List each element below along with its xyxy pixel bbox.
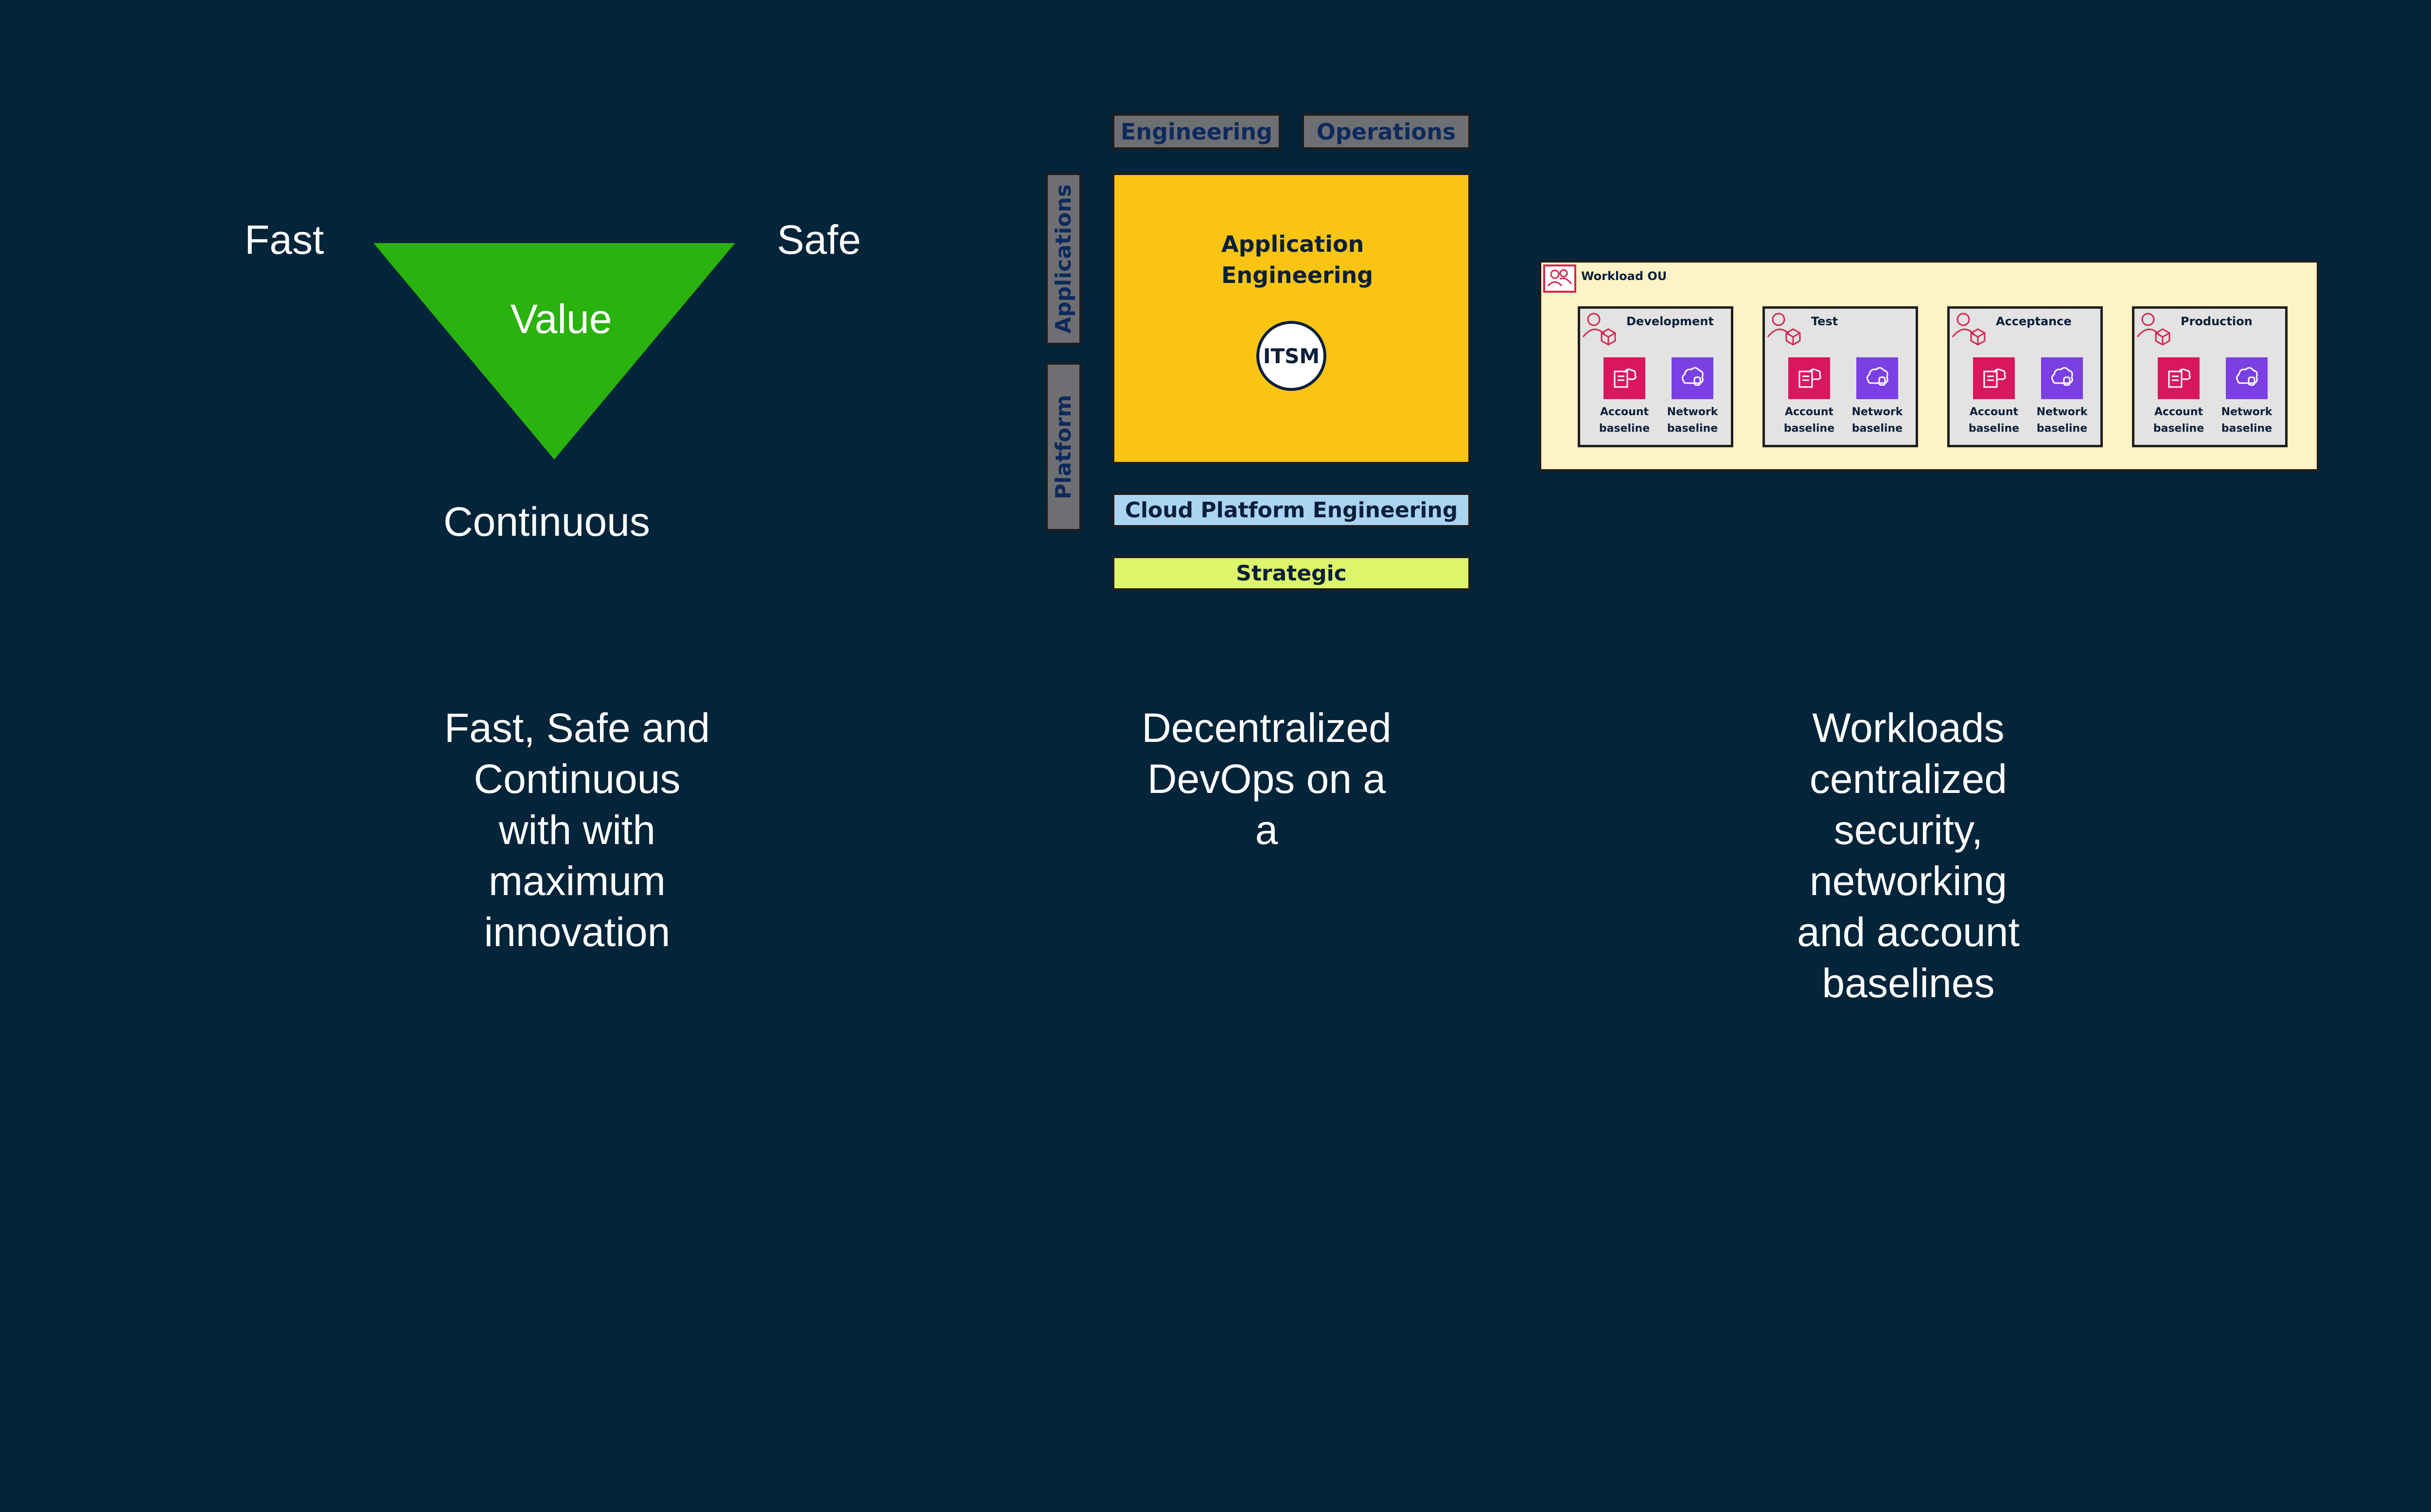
account-baseline-label: Account baseline (1960, 404, 2028, 437)
caption-workloads-line: networking (1809, 858, 2008, 904)
environment-name: Production (2181, 315, 2253, 328)
network-label-line-2: baseline (1667, 422, 1718, 435)
caption-value-line: Continuous (474, 756, 681, 802)
network-baseline-label: Network baseline (2028, 404, 2096, 437)
environment-production: Production Account baseline Network base… (2132, 306, 2288, 447)
network-label-line-2: baseline (2221, 422, 2272, 435)
network-baseline-icon (2041, 357, 2083, 399)
operations-tab: Operations (1302, 113, 1471, 150)
caption-value-line: with with (498, 807, 656, 853)
network-label-line-1: Network (1851, 406, 1903, 418)
application-engineering-box: Application Engineering ITSM (1112, 173, 1471, 464)
caption-devops-line: Decentralized (1142, 705, 1392, 751)
account-label-line-1: Account (1600, 406, 1649, 418)
account-label-line-2: baseline (1968, 422, 2020, 435)
strategic-bar: Strategic (1112, 556, 1471, 591)
account-baseline-icon (2158, 357, 2200, 399)
caption-workloads: Workloads centralized security, networki… (1738, 703, 2079, 1009)
workload-ou-container: Workload OU Development Account baseline… (1539, 260, 2319, 472)
account-label-line-1: Account (2154, 406, 2203, 418)
network-baseline-icon (1856, 357, 1898, 399)
caption-workloads-line: Workloads (1812, 705, 2005, 751)
environment-acceptance: Acceptance Account baseline Network base… (1947, 306, 2103, 447)
platform-label: Platform (1051, 394, 1076, 499)
workload-ou-label: Workload OU (1581, 269, 1667, 283)
account-baseline-icon (1603, 357, 1645, 399)
caption-workloads-line: baselines (1822, 960, 1995, 1006)
environment-name: Test (1811, 315, 1838, 328)
account-baseline-icon (1788, 357, 1830, 399)
account-label-line-1: Account (1784, 406, 1834, 418)
value-label: Value (511, 296, 612, 342)
environment-name: Acceptance (1996, 315, 2072, 328)
environment-name: Development (1626, 315, 1714, 328)
platform-tab: Platform (1045, 362, 1082, 531)
caption-devops-line: DevOps on a (1147, 756, 1386, 802)
environment-development: Development Account baseline Network bas… (1578, 306, 1733, 447)
engineering-tab: Engineering (1112, 113, 1281, 150)
users-group-icon (1543, 264, 1576, 293)
account-label-line-2: baseline (1599, 422, 1650, 435)
account-baseline-label: Account baseline (1775, 404, 1843, 437)
application-engineering-line-1: Application (1221, 231, 1364, 257)
network-label-line-2: baseline (2036, 422, 2088, 435)
caption-value-line: maximum (488, 858, 666, 904)
applications-tab: Applications (1045, 173, 1082, 345)
network-baseline-label: Network baseline (2213, 404, 2281, 437)
application-engineering-line-2: Engineering (1221, 262, 1374, 288)
network-baseline-label: Network baseline (1658, 404, 1726, 437)
account-user-icon (1952, 313, 1986, 346)
caption-workloads-line: security, (1833, 807, 1983, 853)
account-user-icon (1582, 313, 1616, 346)
network-baseline-icon (1672, 357, 1713, 399)
network-label-line-2: baseline (1851, 422, 1903, 435)
continuous-label: Continuous (443, 499, 650, 545)
caption-devops-line: a (1255, 807, 1278, 853)
network-label-line-1: Network (1667, 406, 1718, 418)
account-user-icon (2136, 313, 2170, 346)
account-baseline-icon (1973, 357, 2015, 399)
network-label-line-1: Network (2221, 406, 2272, 418)
caption-devops: Decentralized DevOps on a a (1096, 703, 1437, 856)
caption-value-line: innovation (484, 909, 670, 955)
account-baseline-label: Account baseline (1590, 404, 1658, 437)
account-user-icon (1767, 313, 1801, 346)
network-baseline-icon (2226, 357, 2268, 399)
caption-value-line: Fast, Safe and (444, 705, 710, 751)
network-label-line-1: Network (2036, 406, 2088, 418)
cloud-platform-engineering-bar: Cloud Platform Engineering (1112, 492, 1471, 527)
value-triangle (373, 243, 735, 459)
account-label-line-1: Account (1969, 406, 2019, 418)
itsm-badge: ITSM (1256, 321, 1326, 391)
applications-label: Applications (1051, 184, 1076, 334)
application-engineering-title: Application Engineering (1221, 229, 1373, 291)
safe-label: Safe (777, 217, 861, 263)
caption-value: Fast, Safe and Continuous with with maxi… (407, 703, 747, 958)
caption-workloads-line: centralized (1809, 756, 2008, 802)
fast-label: Fast (245, 217, 324, 263)
account-baseline-label: Account baseline (2145, 404, 2213, 437)
account-label-line-2: baseline (2153, 422, 2204, 435)
environment-test: Test Account baseline Network baseline (1762, 306, 1918, 447)
account-label-line-2: baseline (1783, 422, 1835, 435)
caption-workloads-line: and account (1797, 909, 2020, 955)
network-baseline-label: Network baseline (1843, 404, 1911, 437)
